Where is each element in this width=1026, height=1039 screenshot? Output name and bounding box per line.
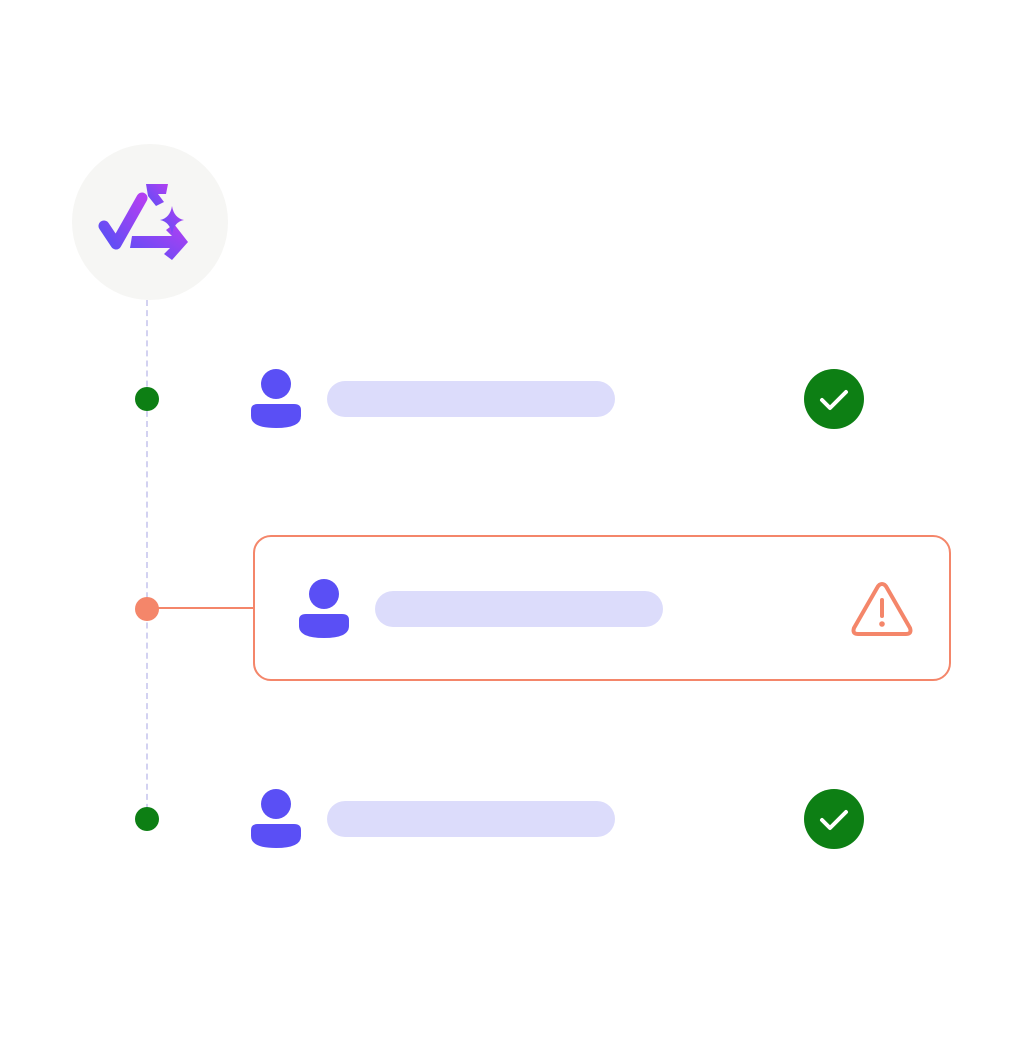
timeline-connector: [158, 607, 254, 609]
timeline-dot-success: [135, 387, 159, 411]
timeline-dot-success: [135, 807, 159, 831]
name-placeholder: [327, 801, 615, 837]
warning-triangle-icon: [851, 582, 913, 636]
user-icon: [251, 789, 301, 848]
sparkle-arrows-icon: [98, 184, 188, 260]
user-icon: [251, 369, 301, 428]
timeline-dot-warning: [135, 597, 159, 621]
check-circle-icon: [804, 369, 864, 429]
user-icon: [299, 579, 349, 638]
name-placeholder: [375, 591, 663, 627]
check-circle-icon: [804, 789, 864, 849]
timeline-line: [146, 300, 148, 820]
logo-badge: [72, 144, 228, 300]
name-placeholder: [327, 381, 615, 417]
